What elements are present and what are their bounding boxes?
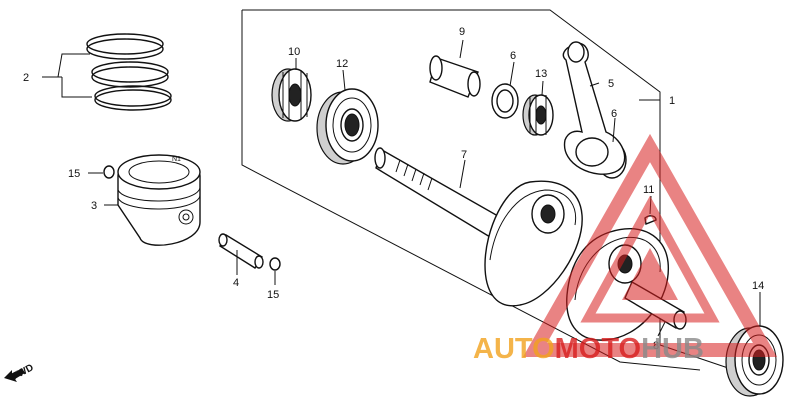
piston-rings <box>42 33 172 111</box>
callout-4: 4 <box>233 277 239 289</box>
thrust-washer-upper <box>491 83 519 119</box>
callout-2: 2 <box>23 72 29 84</box>
watermark-triangle-icon <box>522 133 778 357</box>
watermark-part-auto: AUTO <box>473 333 555 365</box>
watermark: AUTOMOTOHUB <box>473 133 778 365</box>
callout-10: 10 <box>288 46 300 58</box>
callout-15-upper: 15 <box>68 168 80 180</box>
callout-14: 14 <box>752 280 764 292</box>
callout-6-lower: 6 <box>611 108 617 120</box>
ball-bearing-12 <box>316 88 379 165</box>
crank-pin <box>429 55 481 98</box>
callout-3: 3 <box>91 200 97 212</box>
callout-11: 11 <box>643 184 654 196</box>
callout-1: 1 <box>669 95 675 107</box>
crankshaft-7 <box>374 147 583 307</box>
needle-bearing-10 <box>271 68 312 122</box>
watermark-text: AUTOMOTOHUB <box>473 333 704 365</box>
callout-6-upper: 6 <box>510 50 516 62</box>
callout-9: 9 <box>459 26 465 38</box>
callout-15-lower: 15 <box>267 289 279 301</box>
piston-pin <box>218 233 264 269</box>
piston: N1 <box>117 154 201 246</box>
callout-7: 7 <box>461 149 467 161</box>
fwd-arrow-icon <box>4 368 25 382</box>
callout-12: 12 <box>336 58 348 70</box>
watermark-part-hub: HUB <box>641 333 704 365</box>
needle-bearing-13 <box>522 94 554 136</box>
fwd-indicator: FWD <box>4 362 36 383</box>
fwd-label: FWD <box>10 362 35 382</box>
connecting-rod <box>562 41 626 175</box>
callout-5: 5 <box>608 78 614 90</box>
piston-stamp: N1 <box>172 156 181 163</box>
callout-numbers: 1 2 3 4 5 6 6 7 8 9 10 11 12 13 14 15 15 <box>23 26 764 352</box>
piston-pin-clips <box>103 165 281 271</box>
callout-13: 13 <box>535 68 547 80</box>
watermark-part-moto: MOTO <box>555 333 641 365</box>
